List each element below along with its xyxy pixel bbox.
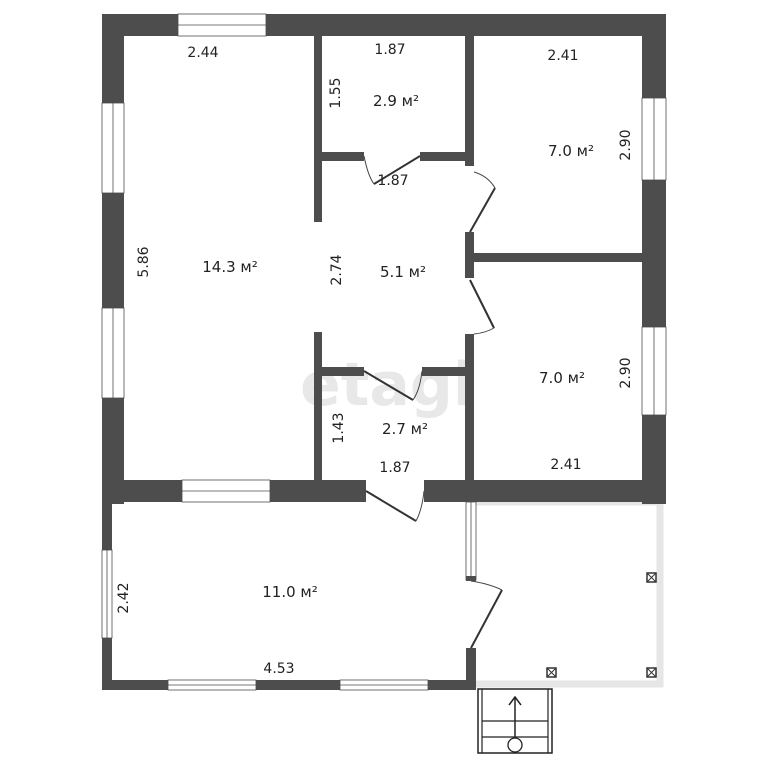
room-living: 2.44 5.86 14.3 м² <box>136 45 258 278</box>
dim-small-top-left: 1.55 <box>328 77 344 108</box>
room-small-bottom: 1.87 1.43 2.7 м² <box>331 412 428 476</box>
room-bedroom-bottom: 2.41 2.90 7.0 м² <box>539 357 634 473</box>
area-bedroom-top: 7.0 м² <box>548 142 594 160</box>
dim-bedroom-top-top: 2.41 <box>547 48 578 64</box>
area-bedroom-bottom: 7.0 м² <box>539 369 585 387</box>
area-hall: 5.1 м² <box>380 263 426 281</box>
windows <box>101 13 667 691</box>
dim-small-top-top: 1.87 <box>374 42 405 58</box>
terrace-posts <box>546 572 657 678</box>
dim-veranda-left: 2.42 <box>116 582 132 613</box>
area-living: 14.3 м² <box>202 258 258 276</box>
dim-living-left: 5.86 <box>136 246 152 277</box>
interior-walls <box>314 36 642 482</box>
dim-hall-top: 1.87 <box>377 173 408 189</box>
dim-bedroom-bottom-right: 2.90 <box>618 357 634 388</box>
room-veranda: 4.53 2.42 11.0 м² <box>116 582 318 677</box>
room-hall: 1.87 2.74 5.1 м² <box>329 173 426 286</box>
area-small-bottom: 2.7 м² <box>382 420 428 438</box>
dim-hall-left: 2.74 <box>329 254 345 285</box>
dim-small-bottom-left: 1.43 <box>331 412 347 443</box>
dim-bedroom-bottom-bottom: 2.41 <box>550 457 581 473</box>
dim-living-top: 2.44 <box>187 45 218 61</box>
area-veranda: 11.0 м² <box>262 583 318 601</box>
room-small-top: 1.87 1.55 2.9 м² <box>328 42 419 110</box>
stairs <box>477 688 553 754</box>
dim-veranda-bottom: 4.53 <box>263 661 294 677</box>
dim-bedroom-top-right: 2.90 <box>618 129 634 160</box>
room-bedroom-top: 2.41 2.90 7.0 м² <box>547 48 634 161</box>
area-small-top: 2.9 м² <box>373 92 419 110</box>
dim-small-bottom-bottom: 1.87 <box>379 460 410 476</box>
terrace-outline <box>470 498 664 688</box>
doors <box>363 155 503 649</box>
